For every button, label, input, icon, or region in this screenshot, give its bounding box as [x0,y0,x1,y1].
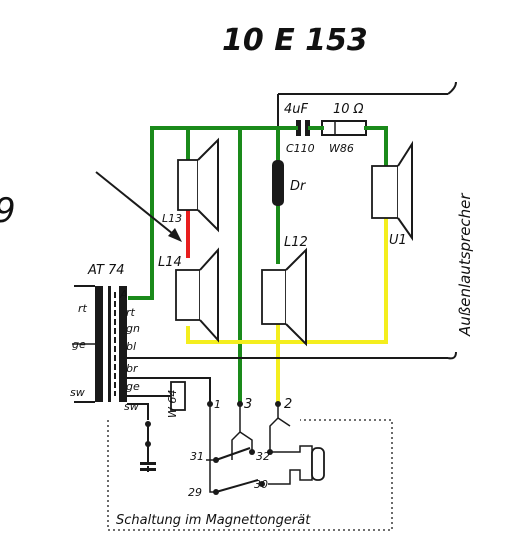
tap-sw-label: sw [124,400,139,413]
speaker-l13 [177,137,219,233]
resistor-w86 [321,120,367,136]
switch-29-label: 29 [188,486,202,499]
speaker-u1-label: U1 [389,233,407,248]
tap-rt-left-label: rt [78,302,88,315]
terminal-3-label: 3 [244,397,252,412]
speaker-l14-label: L14 [158,255,182,270]
recorder-coil [311,447,325,481]
transformer-label: AT 74 [87,263,125,278]
edge-glyph: 9 [0,191,16,231]
top-connector-hook [447,81,457,95]
transformer-at74 [74,285,127,403]
speaker-l14 [175,247,219,343]
switch-30-label: 30 [254,478,268,491]
tap-a-label: A [119,288,128,301]
speaker-l12 [261,247,307,347]
choke-label: Dr [290,179,307,194]
pointer-arrow [95,171,182,242]
green-wires [128,126,388,404]
choke-dr [272,160,284,206]
tap-ge-label: ge [126,380,140,393]
tap-bl-label: bl [126,340,136,353]
tap-rt-label: rt [126,306,136,319]
switch-31-label: 31 [190,450,204,463]
resistor-w64-label: W 64 [166,390,179,418]
recorder-caption: Schaltung im Magnettongerät [116,513,311,528]
tap-br-label: br [126,362,139,375]
capacitor-ref-label: C110 [286,142,315,155]
tap-sw-left-label: sw [70,386,85,399]
speaker-l12-label: L12 [284,235,308,250]
speaker-l13-label: L13 [162,212,182,225]
external-speaker-label: Außenlautsprecher [456,193,474,337]
yellow-wires [186,216,388,404]
speaker-u1 [371,140,413,242]
terminal-2-label: 2 [284,397,292,412]
terminal-1-label: 1 [214,398,221,411]
switch-network [140,404,313,495]
resistor-ref-label: W86 [329,142,354,155]
diagram-title: 10 E 153 [222,23,368,58]
resistor-w64 [170,381,186,411]
tap-gn-label: gn [126,322,140,335]
resistor-value-label: 10 Ω [333,102,364,117]
switch-32-label: 32 [256,450,270,463]
capacitor-c110 [296,120,310,136]
capacitor-value-label: 4uF [284,102,309,117]
